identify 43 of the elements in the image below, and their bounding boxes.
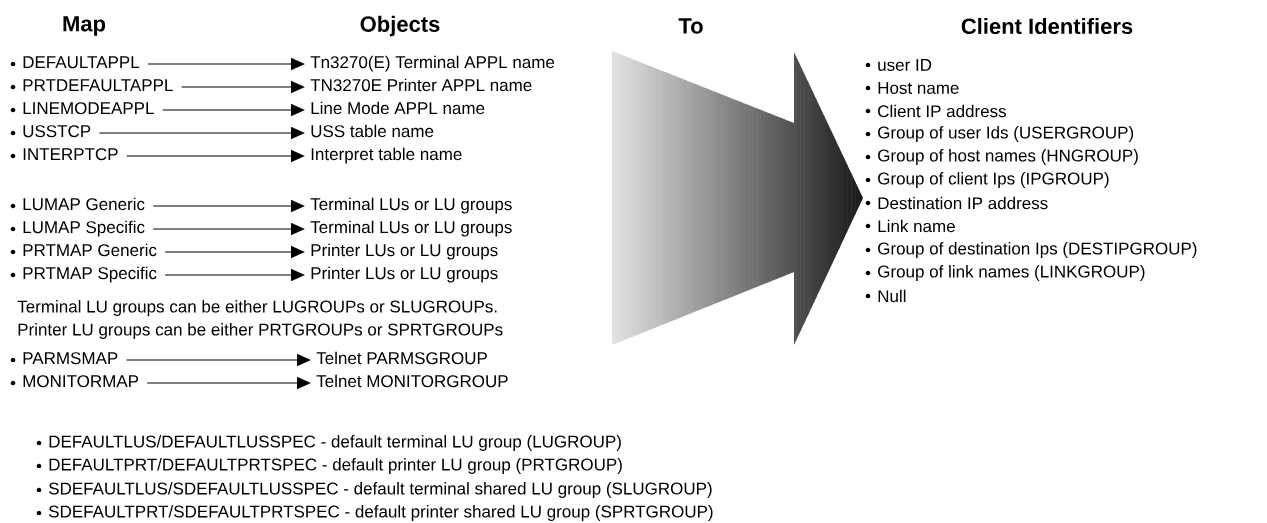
object-name: Telnet PARMSGROUP	[316, 351, 487, 365]
list-item: Null	[878, 289, 906, 303]
list-item: Destination IP address	[878, 196, 1048, 210]
note-text: Printer LU groups can be either PRTGROUPs or SPRTGROUPs	[18, 323, 503, 339]
map-name: PRTMAP Generic	[23, 243, 157, 257]
list-item: Group of host names (HNGROUP)	[878, 149, 1138, 165]
map-name: PARMSMAP	[23, 352, 118, 365]
object-name: Tn3270(E) Terminal APPL name	[310, 55, 555, 72]
list-item: SDEFAULTPRT/SDEFAULTPRTSPEC - default printer shared LU group (SPRTGROUP)	[48, 505, 713, 521]
column-heading: Client Identifiers	[961, 17, 1133, 35]
column-heading: Map	[63, 16, 106, 36]
object-name: TN3270E Printer APPL name	[310, 78, 532, 92]
map-name: PRTDEFAULTAPPL	[23, 79, 173, 92]
list-item: Client IP address	[878, 104, 1006, 118]
map-name: LUMAP Generic	[23, 197, 145, 211]
list-item: DEFAULTLUS/DEFAULTLUSSPEC - default terminal LU group (LUGROUP)	[49, 435, 621, 451]
list-item: DEFAULTPRT/DEFAULTPRTSPEC - default printer LU group (PRTGROUP)	[49, 458, 622, 474]
list-item: Group of client Ips (IPGROUP)	[878, 172, 1109, 188]
list-item: Group of destination Ips (DESTIPGROUP)	[878, 242, 1197, 258]
map-name: INTERPTCP	[23, 148, 118, 161]
object-name: Interpret table name	[311, 147, 462, 164]
list-item: Link name	[878, 219, 955, 233]
map-name: PRTMAP Specific	[23, 266, 157, 283]
list-item: Group of user Ids (USERGROUP)	[878, 126, 1134, 142]
map-name: MONITORMAP	[23, 375, 139, 388]
map-name: LINEMODEAPPL	[23, 102, 154, 115]
object-name: Printer LUs or LU groups	[311, 243, 498, 260]
object-name: Line Mode APPL name	[311, 101, 485, 115]
column-heading: To	[678, 18, 703, 34]
list-item: Host name	[878, 82, 959, 94]
note-text: Terminal LU groups can be either LUGROUPs or SLUGROUPs.	[17, 300, 497, 316]
object-name: Printer LUs or LU groups	[311, 266, 498, 283]
map-name: DEFAULTAPPL	[23, 56, 140, 69]
object-name: Terminal LUs or LU groups	[310, 220, 512, 237]
object-name: USS table name	[311, 124, 434, 138]
object-name: Telnet MONITORGROUP	[316, 374, 508, 388]
list-item: Group of link names (LINKGROUP)	[878, 265, 1145, 281]
list-item: user ID	[878, 59, 932, 71]
map-name: LUMAP Specific	[23, 220, 145, 237]
object-name: Terminal LUs or LU groups	[310, 197, 512, 214]
map-name: USSTCP	[23, 125, 91, 138]
column-heading: Objects	[360, 15, 440, 37]
list-item: SDEFAULTLUS/SDEFAULTLUSSPEC - default terminal shared LU group (SLUGROUP)	[48, 482, 712, 498]
